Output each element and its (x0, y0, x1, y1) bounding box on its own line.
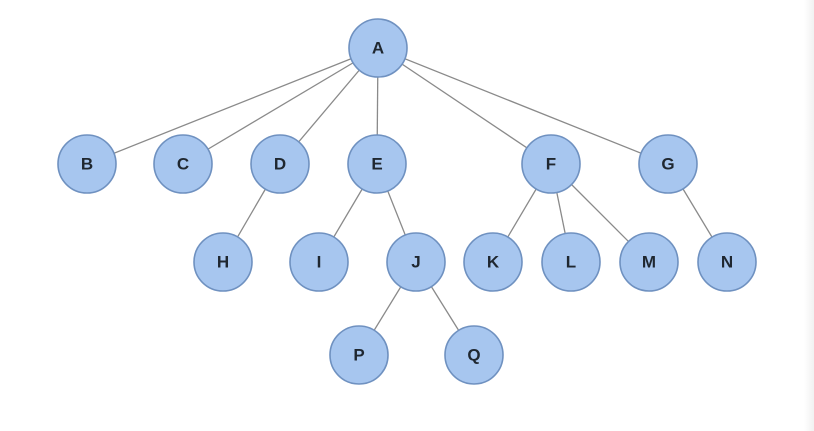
node-circle (329, 325, 389, 385)
node-circle (463, 232, 523, 292)
node-label: J (411, 253, 420, 272)
node-label: Q (467, 346, 480, 365)
node-label: D (274, 155, 286, 174)
edge-a-b (86, 47, 379, 165)
nodes-layer: A B C D E F G H I J K L M N P Q (57, 18, 757, 385)
node-label: F (546, 155, 556, 174)
node-circle (193, 232, 253, 292)
node-circle (444, 325, 504, 385)
node-n: N (697, 232, 757, 292)
node-circle (619, 232, 679, 292)
node-label: H (217, 253, 229, 272)
node-j: J (386, 232, 446, 292)
node-q: Q (444, 325, 504, 385)
node-label: K (487, 253, 500, 272)
node-circle (541, 232, 601, 292)
edge-a-c (182, 47, 379, 165)
node-p: P (329, 325, 389, 385)
node-label: C (177, 155, 189, 174)
node-label: M (642, 253, 656, 272)
node-c: C (153, 134, 213, 194)
node-label: B (81, 155, 93, 174)
node-label: G (661, 155, 674, 174)
node-circle (521, 134, 581, 194)
node-d: D (250, 134, 310, 194)
edge-a-f (377, 47, 552, 165)
node-circle (250, 134, 310, 194)
node-label: L (566, 253, 576, 272)
node-a: A (348, 18, 408, 78)
node-circle (347, 134, 407, 194)
node-circle (57, 134, 117, 194)
edges-layer (86, 47, 728, 356)
node-e: E (347, 134, 407, 194)
node-label: I (317, 253, 322, 272)
node-f: F (521, 134, 581, 194)
node-k: K (463, 232, 523, 292)
node-circle (697, 232, 757, 292)
node-label: N (721, 253, 733, 272)
node-l: L (541, 232, 601, 292)
node-label: A (372, 39, 384, 58)
node-m: M (619, 232, 679, 292)
node-h: H (193, 232, 253, 292)
node-label: E (371, 155, 382, 174)
right-edge-shade (804, 0, 814, 431)
node-circle (348, 18, 408, 78)
node-i: I (289, 232, 349, 292)
node-b: B (57, 134, 117, 194)
node-label: P (353, 346, 364, 365)
node-circle (386, 232, 446, 292)
edge-a-g (377, 47, 669, 165)
node-g: G (638, 134, 698, 194)
node-circle (289, 232, 349, 292)
node-circle (153, 134, 213, 194)
node-circle (638, 134, 698, 194)
